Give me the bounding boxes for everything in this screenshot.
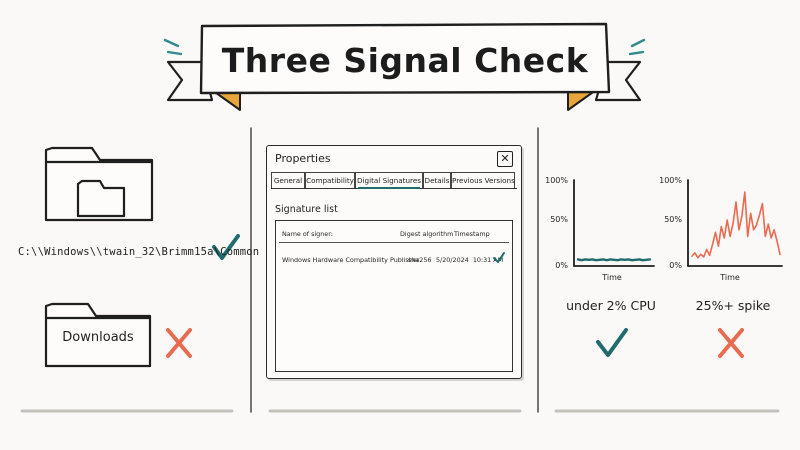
accent-dashes bbox=[163, 38, 646, 56]
right-chart-xlabel: Time bbox=[720, 273, 740, 282]
cross-icon bbox=[718, 328, 744, 358]
banner-box bbox=[199, 22, 611, 95]
column-header-digest[interactable]: Digest algorithm bbox=[400, 230, 454, 238]
folder-icon bbox=[44, 146, 154, 222]
tab-details[interactable]: Details bbox=[423, 172, 451, 188]
right-chart-ytick-100: 100% bbox=[659, 176, 682, 185]
dialog-title: Properties bbox=[275, 152, 331, 165]
page-title: Three Signal Check bbox=[221, 40, 589, 80]
left-chart-ytick-50: 50% bbox=[550, 215, 568, 224]
check-icon bbox=[212, 234, 240, 260]
column-header-signer[interactable]: Name of signer: bbox=[282, 230, 333, 238]
chart-axes bbox=[573, 179, 783, 267]
tab-bar: General Compatibility Digital Signatures… bbox=[271, 172, 517, 189]
properties-dialog: Properties ✕ General Compatibility Digit… bbox=[266, 145, 522, 379]
downloads-folder-label: Downloads bbox=[62, 330, 134, 345]
header-divider bbox=[279, 242, 509, 243]
right-chart-ytick-50: 50% bbox=[664, 215, 682, 224]
left-chart-ytick-100: 100% bbox=[545, 176, 568, 185]
tab-compatibility[interactable]: Compatibility bbox=[305, 172, 355, 188]
downloads-folder-icon bbox=[44, 302, 152, 368]
left-chart-series-line bbox=[576, 258, 652, 262]
check-icon bbox=[493, 252, 505, 263]
close-icon: ✕ bbox=[500, 152, 510, 165]
signer-name: Windows Hardware Compatibility Publisher bbox=[282, 256, 420, 264]
cross-icon bbox=[166, 328, 192, 358]
tab-digital-signatures[interactable]: Digital Signatures bbox=[355, 172, 423, 189]
close-button[interactable]: ✕ bbox=[497, 151, 513, 167]
left-chart-xlabel: Time bbox=[602, 273, 622, 282]
signature-list: Name of signer: Digest algorithm Timesta… bbox=[275, 220, 513, 372]
left-chart-caption: under 2% CPU bbox=[566, 298, 656, 313]
file-path-label: C:\\Windows\\twain_32\Brimm15a\Common bbox=[18, 246, 260, 258]
check-icon bbox=[596, 328, 628, 357]
tab-previous-versions[interactable]: Previous Versions bbox=[451, 172, 515, 188]
right-chart-ytick-0: 0% bbox=[669, 261, 682, 270]
signature-list-label: Signature list bbox=[275, 204, 338, 215]
right-chart-series-line bbox=[691, 191, 781, 259]
column-header-timestamp[interactable]: Timestamp bbox=[454, 230, 490, 238]
left-chart-ytick-0: 0% bbox=[555, 261, 568, 270]
digest-algorithm: sha256 bbox=[408, 256, 432, 264]
column-dividers bbox=[250, 127, 539, 413]
tab-general[interactable]: General bbox=[271, 172, 305, 188]
right-chart-caption: 25%+ spike bbox=[695, 298, 771, 313]
